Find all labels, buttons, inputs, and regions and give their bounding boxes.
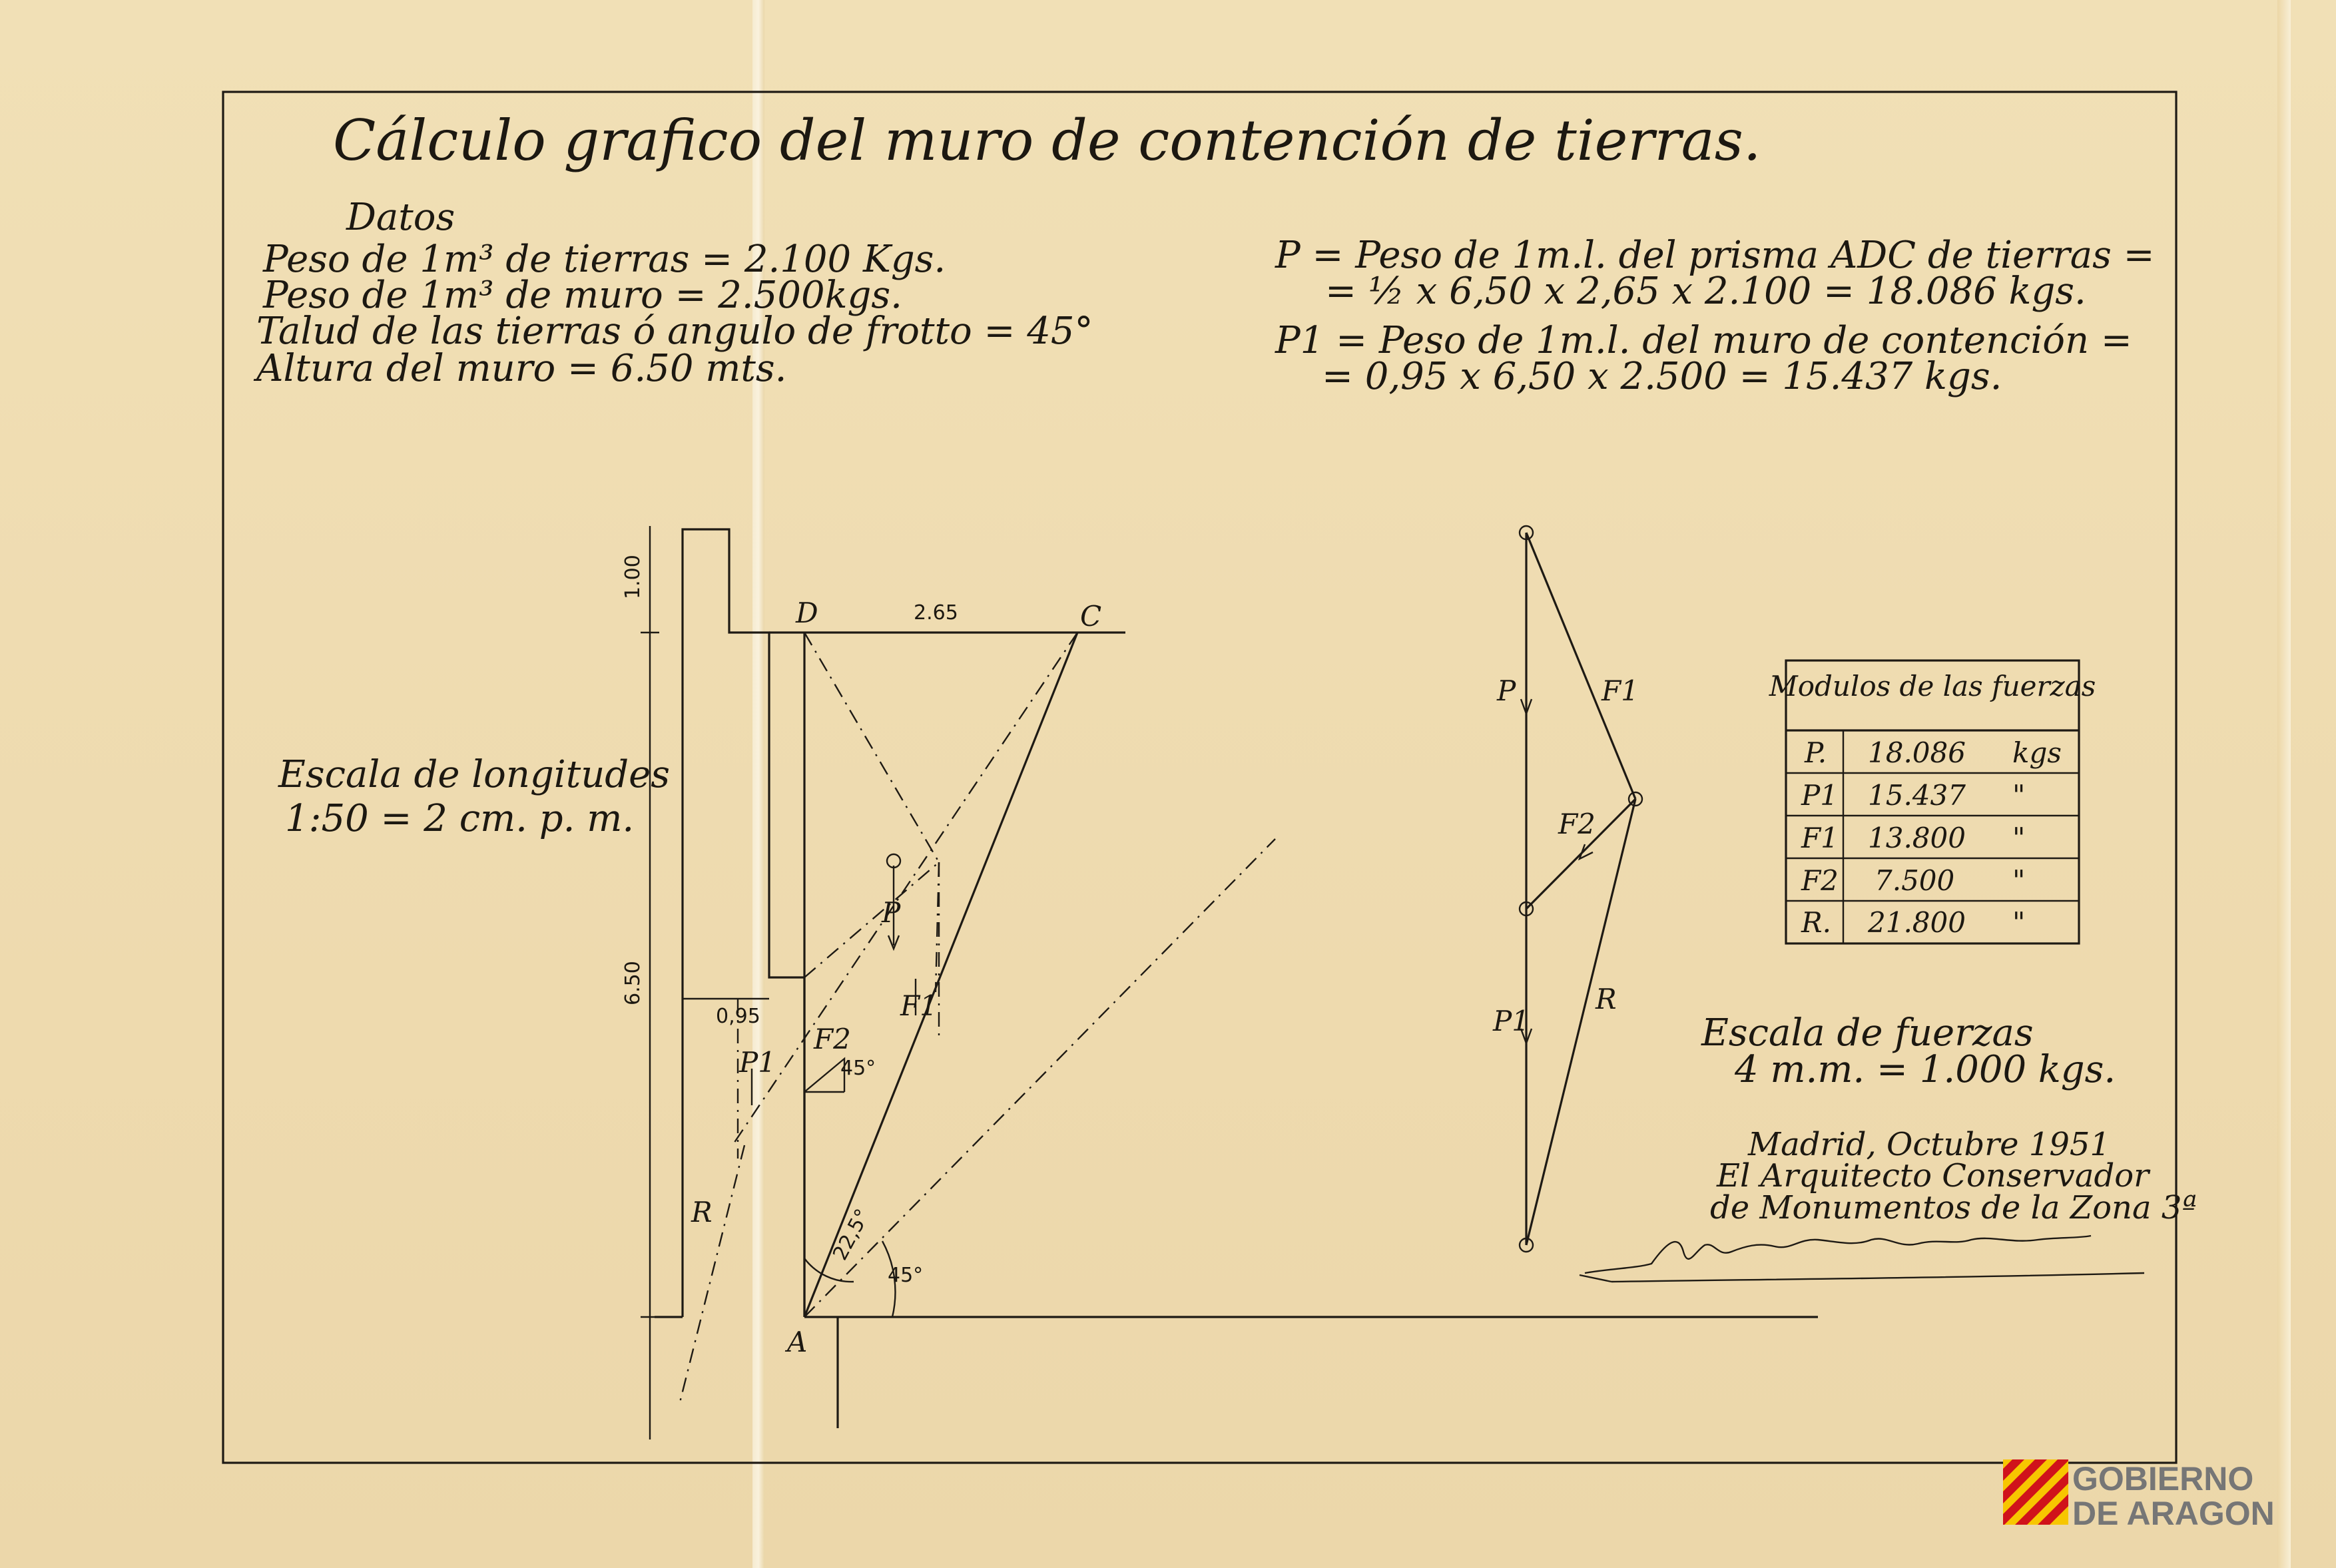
table-row-value: 13.800	[1868, 822, 1966, 854]
table-row-value: 15.437	[1868, 779, 1966, 812]
construction-line	[732, 632, 1078, 1146]
polygon-label-f1: F1	[1601, 674, 1639, 707]
table-row-name: P.	[1804, 736, 1827, 769]
angle-arc-45	[881, 1240, 896, 1318]
polygon-label-p1: P1	[1492, 1005, 1530, 1037]
force-polygon-r	[1525, 798, 1637, 1246]
wall-label-f1: F1	[900, 989, 938, 1022]
polygon-label-f2: F2	[1558, 808, 1596, 840]
table-row-unit: "	[2012, 906, 2025, 939]
signature-line-2: El Arquitecto Conservador	[1716, 1157, 2151, 1194]
arrow-head	[887, 935, 900, 951]
paper-edge	[2277, 0, 2291, 1568]
logo-line-1: GOBIERNO	[2072, 1460, 2253, 1497]
table-row-name: F1	[1801, 822, 1839, 854]
polygon-node	[1518, 901, 1534, 917]
wall-label-f2: F2	[813, 1023, 851, 1055]
dim-width-label: 0,95	[716, 1005, 760, 1028]
escala-fuerzas-line-1: Escala de fuerzas	[1701, 1011, 2034, 1055]
arrow-head	[1520, 698, 1533, 716]
logo-line-2: DE ARAGON	[2072, 1495, 2275, 1532]
table-border	[1785, 659, 2080, 945]
signature-line-1: Madrid, Octubre 1951	[1747, 1126, 2110, 1163]
wall-outline	[681, 528, 806, 1317]
construction-line-45deg	[804, 838, 1276, 1318]
table-row-unit: "	[2012, 864, 2025, 897]
table-row-name: F2	[1801, 864, 1839, 897]
paper-fold	[752, 0, 764, 1568]
handwritten-signature	[1579, 1234, 2145, 1283]
formula-p-line-2: = ½ x 6,50 x 2,65 x 2.100 = 18.086 kgs.	[1325, 270, 2086, 313]
wall-label-p: P	[881, 896, 901, 929]
datos-line-3: Talud de las tierras ó angulo de frotto …	[256, 310, 1093, 353]
construction-line	[804, 862, 940, 978]
arrow-head	[1520, 1028, 1533, 1046]
drawing-title: Cálculo grafico del muro de contención d…	[333, 108, 1761, 173]
table-row-unit: kgs	[2012, 736, 2062, 769]
retaining-wall-diagram: 1.00 6.50 2.65 D C A P F1	[621, 526, 1818, 1439]
angle-arc-22-5	[804, 1258, 854, 1283]
arrow-head	[1578, 844, 1594, 861]
datos-line-2: Peso de 1m³ de muro = 2.500kgs.	[262, 274, 902, 317]
wall-angle-small: 45°	[840, 1057, 876, 1080]
escala-fuerzas-line-2: 4 m.m. = 1.000 kgs.	[1734, 1048, 2116, 1091]
construction-line	[803, 632, 940, 863]
line-ac	[803, 632, 1079, 1318]
point-c-label: C	[1080, 600, 1101, 633]
logo-stripes	[2003, 1459, 2068, 1525]
table-row-name: P1	[1801, 779, 1838, 812]
dim-dc-label: 2.65	[914, 601, 958, 625]
datos-heading: Datos	[346, 196, 455, 239]
point-a-label: A	[784, 1326, 807, 1358]
polygon-node	[1518, 525, 1534, 541]
formula-p-line-1: P = Peso de 1m.l. del prisma ADC de tier…	[1275, 234, 2155, 277]
force-polygon: P F1 F2 P1 R	[1492, 525, 1643, 1253]
formula-p1-line-2: = 0,95 x 6,50 x 2.500 = 15.437 kgs.	[1322, 355, 2002, 398]
wall-angle-half: 22,5°	[828, 1205, 874, 1264]
modulos-table: Modulos de las fuerzas P. 18.086 kgs P1 …	[1769, 659, 2096, 945]
escala-longitudes-line-2: 1:50 = 2 cm. p. m.	[285, 797, 634, 840]
table-row-value: 21.800	[1867, 906, 1966, 939]
signature-line-3: de Monumentos de la Zona 3ª	[1710, 1189, 2197, 1226]
datos-line-1: Peso de 1m³ de tierras = 2.100 Kgs.	[262, 238, 946, 281]
table-row-unit: "	[2012, 779, 2025, 812]
polygon-node	[1627, 791, 1643, 807]
wall-label-p1: P1	[738, 1046, 776, 1079]
formula-p1-line-1: P1 = Peso de 1m.l. del muro de contenció…	[1275, 319, 2132, 362]
point-d-label: D	[795, 597, 818, 629]
table-row-unit: "	[2012, 822, 2025, 854]
polygon-label-p: P	[1496, 674, 1516, 707]
drawing-border	[222, 91, 2178, 1464]
polygon-node	[1518, 1237, 1534, 1253]
dim-height-label: 6.50	[621, 961, 645, 1005]
gobierno-de-aragon-logo: GOBIERNO DE ARAGON	[2003, 1459, 2275, 1532]
table-row-value: 18.086	[1868, 736, 1966, 769]
resultant-line	[678, 1145, 746, 1406]
table-header: Modulos de las fuerzas	[1769, 670, 2096, 702]
polygon-label-r: R	[1595, 983, 1617, 1015]
table-row-name: R.	[1801, 906, 1831, 939]
dim-top-label: 1.00	[621, 555, 645, 599]
wall-label-r: R	[691, 1196, 713, 1228]
wall-angle-base: 45°	[888, 1264, 923, 1287]
angle-triangle	[804, 1057, 846, 1093]
force-polygon-f1	[1525, 532, 1637, 800]
escala-longitudes-line-1: Escala de longitudes	[278, 753, 670, 796]
table-row-value: 7.500	[1875, 864, 1954, 897]
datos-line-4: Altura del muro = 6.50 mts.	[253, 347, 786, 390]
